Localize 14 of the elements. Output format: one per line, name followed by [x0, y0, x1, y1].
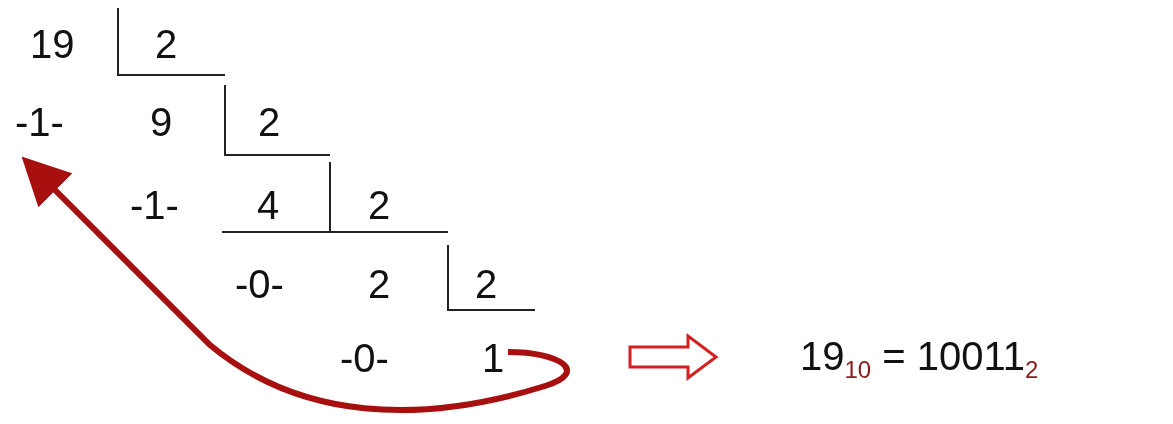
divisor-number: 2 [258, 100, 281, 144]
quotient-number: 2 [368, 262, 391, 306]
quotient-number: 9 [150, 100, 173, 144]
divisor-number: 2 [368, 183, 391, 227]
remainder-digit: -0- [235, 262, 284, 306]
quotient-number: 1 [482, 336, 505, 380]
remainder-digit: -0- [340, 336, 389, 380]
remainder-digit: -1- [15, 100, 64, 144]
remainder-digit: -1- [130, 183, 179, 227]
result-equation: 19$_{10}$ = 10011$_{2}$ [800, 334, 1039, 385]
divisor-number: 2 [475, 262, 498, 306]
dividend-number: 19 [30, 22, 75, 66]
divisor-number: 2 [155, 22, 178, 66]
quotient-number: 4 [257, 183, 280, 227]
